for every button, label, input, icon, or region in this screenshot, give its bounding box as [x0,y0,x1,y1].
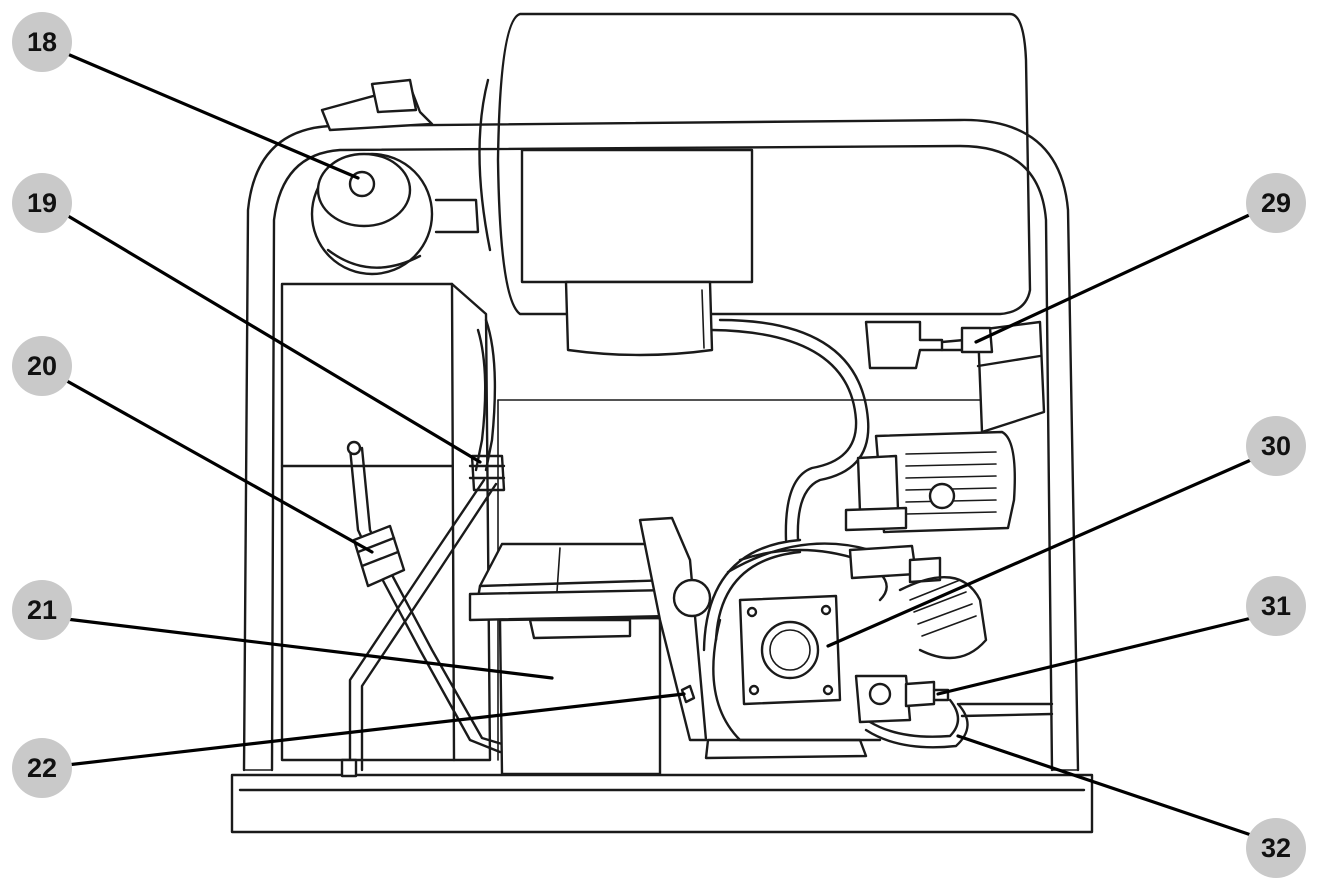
leader-30 [826,454,1262,648]
callout-31: 31 [1246,576,1306,636]
right-bracket [864,320,1046,434]
leader-lines [56,48,1262,840]
fuel-cap [310,78,480,276]
callout-22: 22 [12,738,72,798]
fuel-line [340,454,506,778]
fuel-filter-line [346,440,504,754]
callout-19: 19 [12,173,72,233]
callout-label: 32 [1261,833,1291,863]
callout-label: 19 [27,188,57,218]
callout-20: 20 [12,336,72,396]
hoses [474,318,870,542]
engine [844,430,1016,534]
tank [478,12,1032,357]
leader-20 [56,374,374,554]
callout-32: 32 [1246,818,1306,878]
callout-label: 30 [1261,431,1291,461]
callout-label: 21 [27,595,57,625]
leader-21 [56,616,554,680]
callout-18: 18 [12,12,72,72]
pump-assembly [638,516,1054,760]
callout-30: 30 [1246,416,1306,476]
leader-32 [956,734,1262,840]
callout-label: 22 [27,753,57,783]
callout-label: 29 [1261,188,1291,218]
callout-label: 18 [27,27,57,57]
callout-label: 20 [27,351,57,381]
leader-19 [56,208,482,464]
leader-22 [56,692,686,768]
callout-label: 31 [1261,591,1291,621]
leader-29 [974,208,1262,344]
callout-21: 21 [12,580,72,640]
leader-31 [936,614,1262,696]
battery [468,542,678,776]
leader-18 [56,48,360,180]
callout-29: 29 [1246,173,1306,233]
fuel-tank [280,282,492,762]
base-frame [230,773,1094,834]
